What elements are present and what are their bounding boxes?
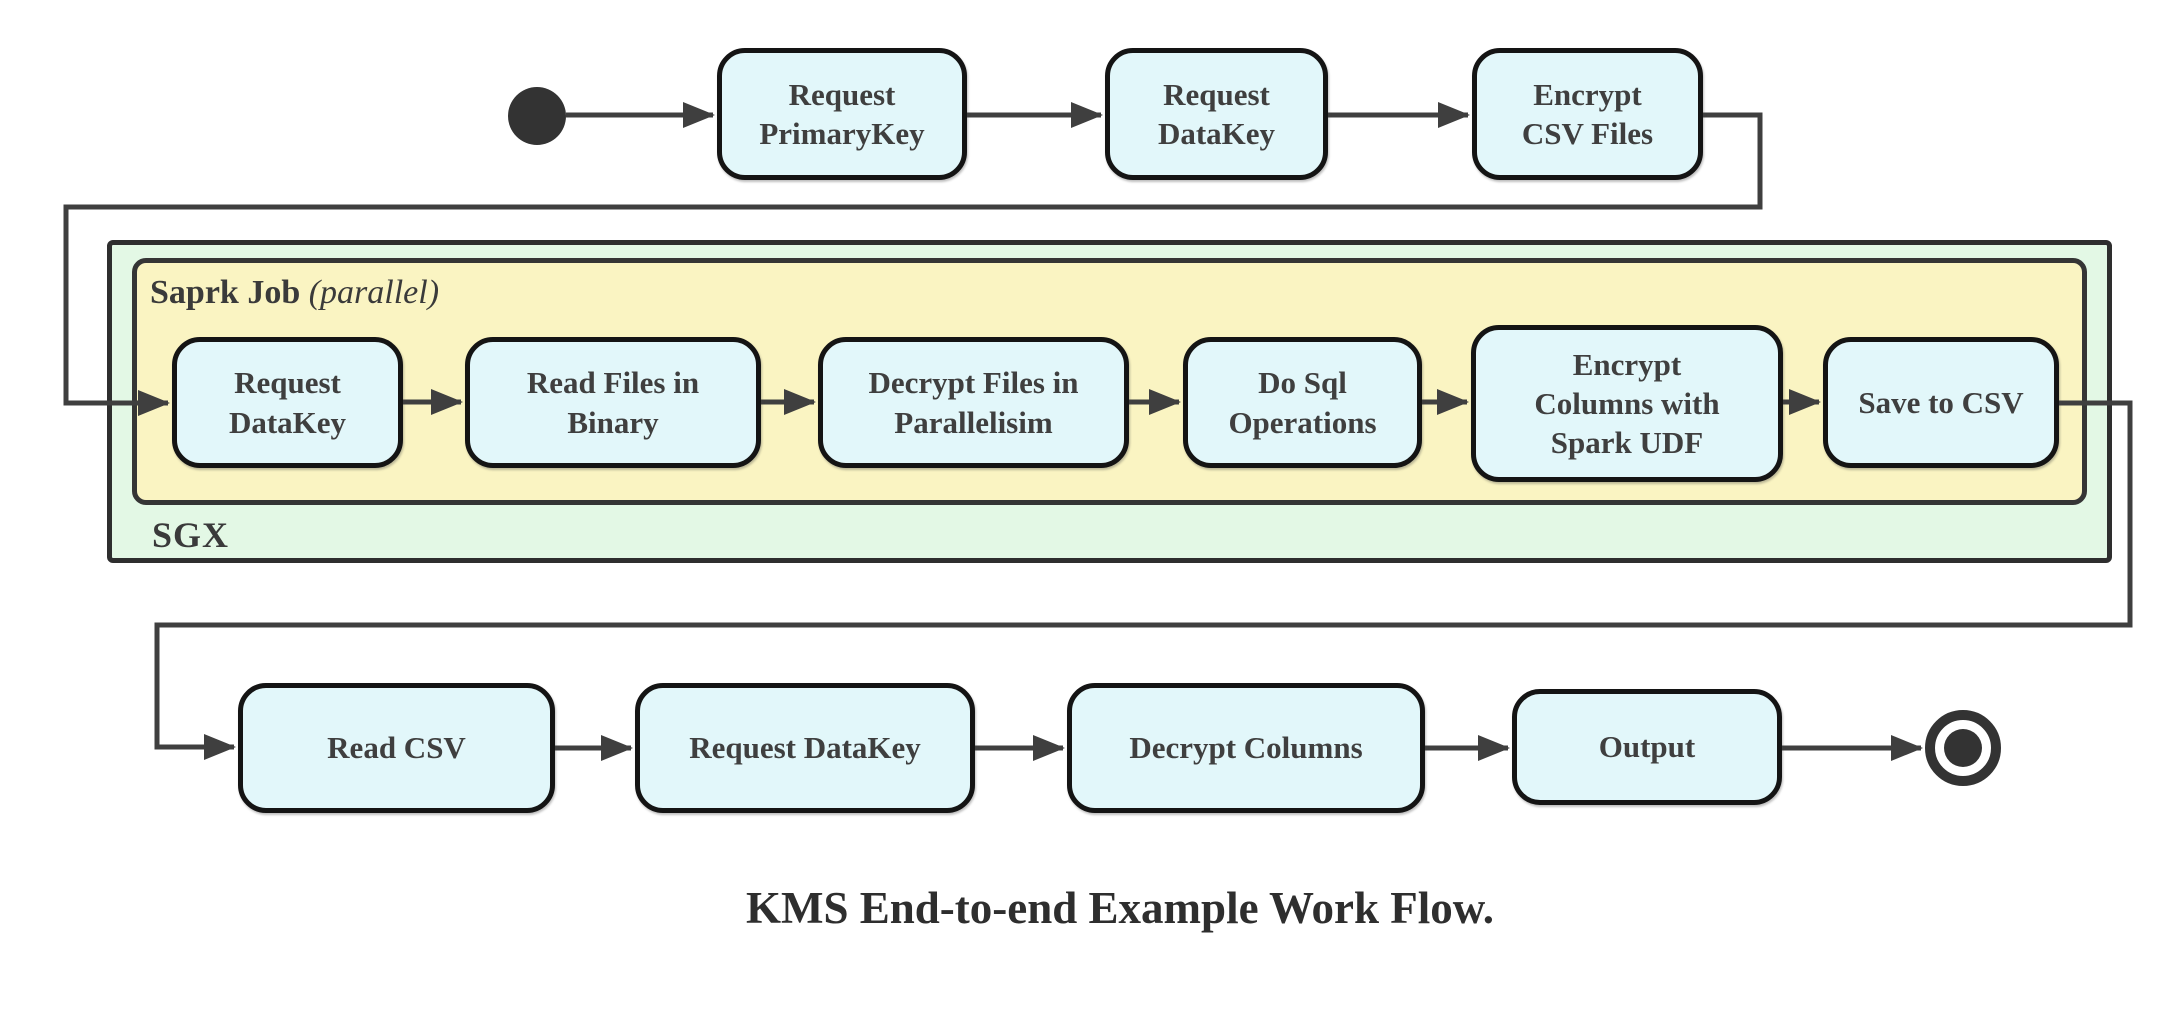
end-node-icon — [1925, 710, 2001, 786]
node-decrypt-files-in-parallelisim: Decrypt Files in Parallelisim — [818, 337, 1129, 468]
node-read-files-in-binary: Read Files in Binary — [465, 337, 761, 468]
node-output: Output — [1512, 689, 1782, 805]
node-read-csv: Read CSV — [238, 683, 555, 813]
sgx-label: SGX — [152, 515, 230, 555]
spark-job-label: Saprk Job (parallel) — [150, 274, 439, 312]
start-node-icon — [508, 87, 566, 145]
node-encrypt-csv-files: Encrypt CSV Files — [1472, 48, 1703, 180]
node-save-to-csv: Save to CSV — [1823, 337, 2059, 468]
node-request-datakey-top: Request DataKey — [1105, 48, 1328, 180]
spark-job-label-qualifier: (parallel) — [308, 274, 440, 311]
node-decrypt-columns: Decrypt Columns — [1067, 683, 1425, 813]
node-request-datakey-middle: Request DataKey — [172, 337, 403, 468]
node-request-datakey-bottom: Request DataKey — [635, 683, 975, 813]
node-request-primarykey: Request PrimaryKey — [717, 48, 967, 180]
spark-job-label-name: Saprk Job — [150, 274, 301, 311]
node-do-sql-operations: Do Sql Operations — [1183, 337, 1422, 468]
diagram-caption: KMS End-to-end Example Work Flow. — [745, 883, 1494, 933]
node-encrypt-columns-with-spark-udf: Encrypt Columns with Spark UDF — [1471, 325, 1783, 482]
end-node-dot — [1944, 729, 1982, 767]
